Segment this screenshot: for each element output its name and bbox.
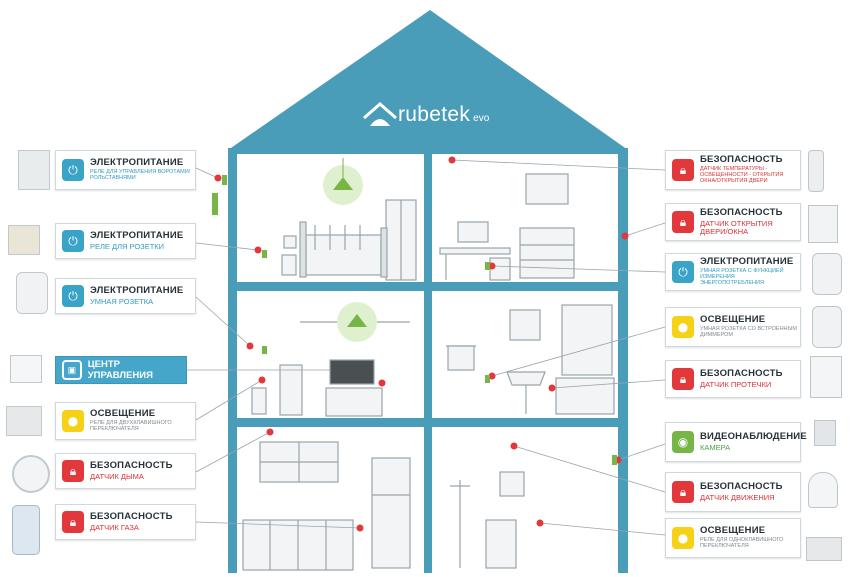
- smart-plug-device-image: [16, 272, 48, 314]
- smoke-detector-image: [12, 455, 50, 493]
- callout-subtitle: УМНАЯ РОЗЕТКА: [90, 297, 154, 307]
- room-hall: [432, 427, 618, 573]
- bathroom-furniture: [446, 304, 615, 415]
- callout-left-2[interactable]: ⏻ ЭЛЕКТРОПИТАНИЕ РЕЛЕ ДЛЯ РОЗЕТКИ: [55, 223, 196, 259]
- callout-subtitle: УМНАЯ РОЗЕТКА СО ВСТРОЕННЫМ ДИММЕРОМ: [700, 326, 797, 338]
- callout-left-3[interactable]: ⏻ ЭЛЕКТРОПИТАНИЕ УМНАЯ РОЗЕТКА: [55, 278, 196, 314]
- leak-sensor-device-image: [810, 356, 842, 398]
- sensor-dots: [214, 156, 629, 532]
- connector-lines: [187, 159, 666, 536]
- lock-icon: 🔒︎: [672, 481, 694, 503]
- lock-icon: 🔒︎: [672, 211, 694, 233]
- motion-sensor-device-image: [808, 472, 838, 508]
- callout-subtitle: РЕЛЕ ДЛЯ РОЗЕТКИ: [90, 242, 165, 252]
- logo-suffix: evo: [473, 112, 490, 124]
- callout-subtitle: РЕЛЕ ДЛЯ ДВУХКЛАВИШНОГО ПЕРЕКЛЮЧАТЕЛЯ: [90, 420, 172, 432]
- callout-subtitle: ДАТЧИК ДЫМА: [90, 472, 144, 482]
- relay-socket-device-image: [8, 225, 40, 255]
- plug-icon: ⏻: [62, 159, 84, 181]
- switch-relay-device-image: [6, 406, 42, 436]
- logo-mark-icon: [363, 102, 397, 126]
- bulb-icon: ●: [672, 316, 694, 338]
- roof: [228, 10, 628, 150]
- callout-subtitle: ДАТЧИК ТЕМПЕРАТУРЫ - ОСВЕЩЕННОСТИ - ОТКР…: [700, 166, 784, 184]
- lock-icon: 🔒︎: [672, 368, 694, 390]
- single-switch-relay-device-image: [806, 537, 842, 561]
- lock-icon: 🔒︎: [672, 159, 694, 181]
- callout-subtitle: КАМЕРА: [700, 443, 731, 453]
- callout-right-8[interactable]: ● ОСВЕЩЕНИЕ РЕЛЕ ДЛЯ ОДНОКЛАВИШНОГО ПЕРЕ…: [665, 518, 801, 558]
- multisensor-device-image: [808, 150, 824, 192]
- hub-callout[interactable]: ▣ ЦЕНТР УПРАВЛЕНИЯ: [55, 356, 187, 384]
- callout-right-2[interactable]: 🔒︎ БЕЗОПАСНОСТЬ ДАТЧИК ОТКРЫТИЯ ДВЕРИ/ОК…: [665, 203, 801, 241]
- lamp-bedroom: [333, 177, 353, 190]
- callout-title: ЭЛЕКТРОПИТАНИЕ: [700, 256, 794, 268]
- camera-icon: ◉: [672, 431, 694, 453]
- callout-title: БЕЗОПАСНОСТЬ: [700, 207, 783, 219]
- callout-subtitle: ДАТЧИК ОТКРЫТИЯ ДВЕРИ/ОКНА: [700, 219, 773, 236]
- hall-furniture: [450, 471, 525, 569]
- callout-subtitle: УМНАЯ РОЗЕТКА С ФУНКЦИЕЙ ИЗМЕРЕНИЯ ЭНЕРГ…: [700, 268, 784, 286]
- switch-markers: [212, 175, 617, 465]
- callout-title: БЕЗОПАСНОСТЬ: [90, 460, 173, 472]
- callout-subtitle: ДАТЧИК ПРОТЕЧКИ: [700, 380, 772, 390]
- callout-title: ВИДЕОНАБЛЮДЕНИЕ: [700, 431, 807, 443]
- callout-left-6[interactable]: 🔒︎ БЕЗОПАСНОСТЬ ДАТЧИК ГАЗА: [55, 504, 196, 540]
- callout-right-1[interactable]: 🔒︎ БЕЗОПАСНОСТЬ ДАТЧИК ТЕМПЕРАТУРЫ - ОСВ…: [665, 150, 801, 190]
- plug-icon: ⏻: [672, 261, 694, 283]
- callout-subtitle: РЕЛЕ ДЛЯ ОДНОКЛАВИШНОГО ПЕРЕКЛЮЧАТЕЛЯ: [700, 537, 784, 549]
- bedroom-furniture: [281, 199, 417, 281]
- lock-icon: 🔒︎: [62, 460, 84, 482]
- lamp-living: [347, 314, 367, 327]
- kitchen-furniture: [242, 441, 411, 571]
- callout-title: БЕЗОПАСНОСТЬ: [700, 368, 783, 380]
- callout-title: БЕЗОПАСНОСТЬ: [700, 154, 783, 166]
- callout-title: ОСВЕЩЕНИЕ: [700, 314, 766, 326]
- callout-right-6[interactable]: ◉ ВИДЕОНАБЛЮДЕНИЕ КАМЕРА: [665, 422, 807, 462]
- relay-device-image: [18, 150, 50, 190]
- logo-word: rubetek: [398, 103, 471, 126]
- hub-title: ЦЕНТР УПРАВЛЕНИЯ: [87, 359, 153, 381]
- callout-title: ОСВЕЩЕНИЕ: [90, 408, 156, 420]
- callout-right-4[interactable]: ● ОСВЕЩЕНИЕ УМНАЯ РОЗЕТКА СО ВСТРОЕННЫМ …: [665, 307, 801, 347]
- callout-subtitle: ДАТЧИК ДВИЖЕНИЯ: [700, 493, 775, 503]
- callout-left-5[interactable]: 🔒︎ БЕЗОПАСНОСТЬ ДАТЧИК ДЫМА: [55, 453, 196, 489]
- gas-detector-image: [12, 505, 40, 555]
- callout-title: БЕЗОПАСНОСТЬ: [700, 481, 783, 493]
- hub-icon: ▣: [62, 360, 82, 380]
- callout-title: ЭЛЕКТРОПИТАНИЕ: [90, 157, 184, 169]
- camera-device-image: [814, 420, 836, 446]
- hub-device-image: [10, 355, 42, 383]
- kids-furniture: [439, 173, 575, 281]
- callout-title: ЭЛЕКТРОПИТАНИЕ: [90, 230, 184, 242]
- plug-icon: ⏻: [62, 285, 84, 307]
- living-furniture: [251, 321, 410, 417]
- callout-title: БЕЗОПАСНОСТЬ: [90, 511, 173, 523]
- dimmer-plug-device-image: [812, 306, 842, 348]
- callout-right-7[interactable]: 🔒︎ БЕЗОПАСНОСТЬ ДАТЧИК ДВИЖЕНИЯ: [665, 472, 801, 512]
- bulb-icon: ●: [672, 527, 694, 549]
- bulb-icon: ●: [62, 410, 84, 432]
- callout-subtitle: РЕЛЕ ДЛЯ УПРАВЛЕНИЯ ВОРОТАМИ/РОЛЬСТАВНЯМ…: [90, 169, 191, 181]
- lock-icon: 🔒︎: [62, 511, 84, 533]
- callout-right-5[interactable]: 🔒︎ БЕЗОПАСНОСТЬ ДАТЧИК ПРОТЕЧКИ: [665, 360, 801, 398]
- callout-subtitle: ДАТЧИК ГАЗА: [90, 523, 139, 533]
- callout-left-1[interactable]: ⏻ ЭЛЕКТРОПИТАНИЕ РЕЛЕ ДЛЯ УПРАВЛЕНИЯ ВОР…: [55, 150, 196, 190]
- callout-right-3[interactable]: ⏻ ЭЛЕКТРОПИТАНИЕ УМНАЯ РОЗЕТКА С ФУНКЦИЕ…: [665, 253, 801, 291]
- brand-logo: rubetek evo: [362, 100, 489, 130]
- callout-title: ЭЛЕКТРОПИТАНИЕ: [90, 285, 184, 297]
- callout-title: ОСВЕЩЕНИЕ: [700, 525, 766, 537]
- plug-icon: ⏻: [62, 230, 84, 252]
- door-sensor-device-image: [808, 205, 838, 243]
- energy-plug-device-image: [812, 253, 842, 295]
- callout-left-4[interactable]: ● ОСВЕЩЕНИЕ РЕЛЕ ДЛЯ ДВУХКЛАВИШНОГО ПЕРЕ…: [55, 402, 196, 440]
